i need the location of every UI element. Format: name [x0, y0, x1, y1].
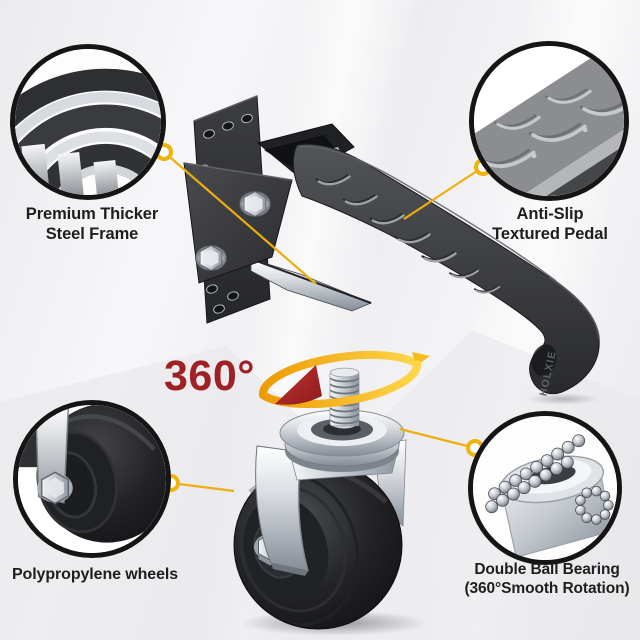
label-anti-slip-line2: Textured Pedal — [492, 224, 608, 243]
zoom-circle-steel-frame — [10, 44, 166, 200]
steel-frame-closeup — [15, 49, 161, 195]
label-steel-frame: Premium Thicker Steel Frame — [2, 205, 182, 245]
label-wheels-line1: Polypropylene wheels — [11, 566, 179, 583]
rotation-arrow-head-icon — [275, 365, 322, 405]
callout-line-steel-frame — [163, 151, 317, 285]
pedal-arm: HOLXIE — [292, 143, 600, 397]
ball-bearing-closeup — [473, 416, 617, 560]
callout-line-anti-slip — [403, 166, 484, 220]
label-anti-slip-line1: Anti-Slip — [516, 205, 584, 223]
pedal-tip-shadow — [527, 393, 599, 405]
pedal-bracket-illustration: HOLXIE — [183, 95, 600, 397]
bearing-balls — [485, 434, 614, 525]
side-bracket — [183, 162, 293, 284]
callout-line-bearing — [399, 427, 476, 450]
callout-line-wheels — [170, 481, 235, 493]
label-bearing-line2: (360°Smooth Rotation) — [464, 579, 630, 597]
label-wheels: Polypropylene wheels — [0, 565, 195, 584]
callout-lines — [163, 151, 484, 493]
zoom-circle-bearing — [468, 411, 622, 565]
label-bearing-line1: Double Ball Bearing — [474, 561, 620, 578]
zoom-circle-wheels — [13, 400, 171, 558]
pedal-texture-closeup — [474, 46, 624, 196]
rotation-degrees-label: 360° — [164, 352, 255, 400]
label-steel-frame-line2: Steel Frame — [45, 224, 139, 243]
label-anti-slip: Anti-Slip Textured Pedal — [455, 205, 640, 245]
rotation-arrow-back — [258, 350, 421, 399]
mounting-plate-holes — [198, 113, 253, 314]
wheel-closeup — [18, 405, 166, 553]
hex-bolt-lower — [195, 244, 227, 272]
zoom-circle-anti-slip — [469, 41, 629, 201]
pedal-texture-grooves — [315, 174, 501, 294]
hex-bolt-upper — [239, 190, 271, 218]
caster-wheel-illustration — [233, 350, 430, 630]
label-steel-frame-line1: Premium Thicker — [25, 205, 159, 223]
swivel-bearing — [279, 409, 405, 472]
label-bearing: Double Ball Bearing (360°Smooth Rotation… — [447, 561, 640, 598]
